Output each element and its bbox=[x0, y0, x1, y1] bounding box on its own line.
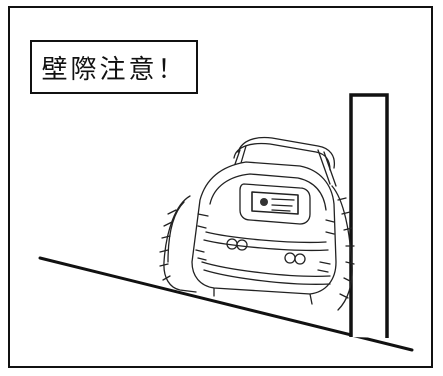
robot-mower-illustration bbox=[159, 136, 355, 311]
warning-caption-box: 壁際注意！ bbox=[30, 40, 198, 94]
wall-post-illustration bbox=[349, 93, 389, 338]
warning-caption-text: 壁際注意！ bbox=[41, 54, 187, 85]
